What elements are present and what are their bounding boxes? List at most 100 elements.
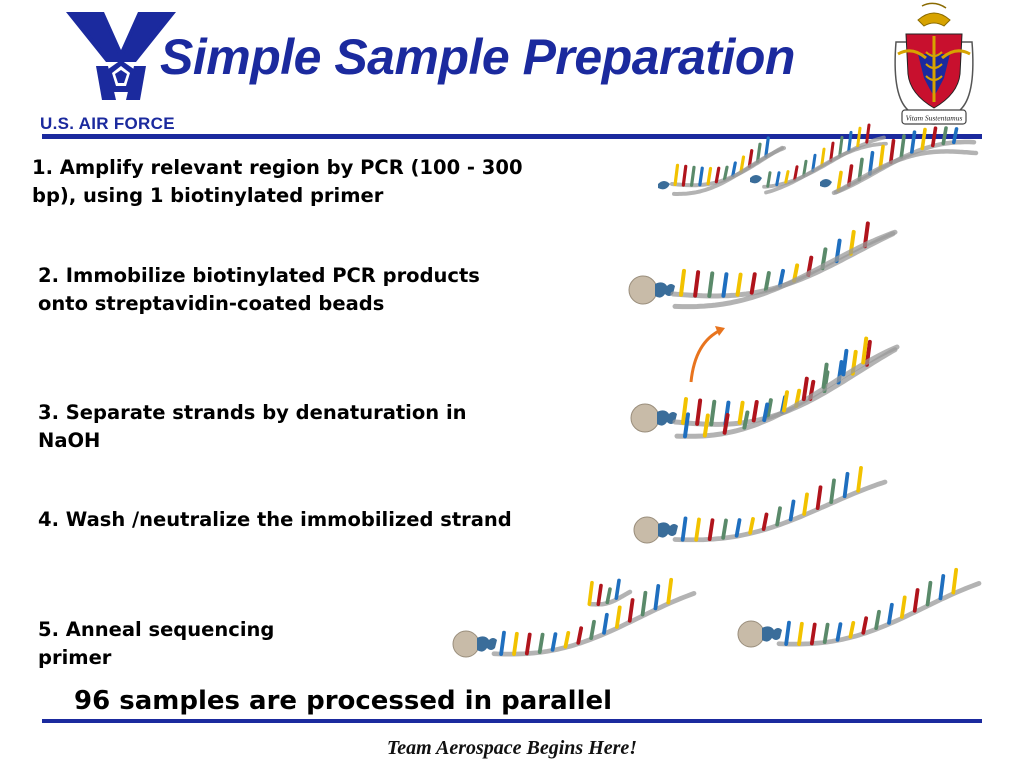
dna-base [734,518,742,538]
dna-base [614,605,622,629]
dna-base [589,619,596,641]
dna-base [920,127,927,151]
dna-base [784,620,791,646]
dna-base [842,471,850,499]
dna-base [829,141,835,162]
biotin-tag [477,636,497,652]
bead [628,275,658,305]
dna-base [563,630,571,649]
dna-base [951,567,959,595]
dna-base [938,574,946,601]
dna-primer-annealing-illustration-right [737,567,982,648]
dna-base [899,595,907,619]
dna-base [811,153,817,173]
dna-bead-immobilized-illustration [628,221,898,310]
dna-base [848,620,856,639]
dna-base [809,622,817,646]
dna-base [868,150,875,176]
dna-denaturation-illustration [630,326,900,439]
dna-base [709,399,717,427]
dna-base [861,616,869,635]
dna-base [596,583,603,607]
dna-base [765,398,773,419]
step-1-text: 1. Amplify relevant region by PCR (100 -… [32,156,523,207]
dna-base [861,336,869,365]
dna-base [707,271,715,298]
dna-base [735,272,743,297]
dna-base [836,170,843,192]
dna-base [784,170,790,184]
dna-base [778,268,785,288]
footer-rule [42,719,982,723]
dna-base [865,123,871,144]
biotin-tag [655,282,675,298]
step-5-text: 5. Anneal sequencing primer [38,618,275,669]
dna-base [694,517,701,542]
dna-base [841,348,849,377]
slide-title: Simple Sample Preparation [160,29,795,85]
dna-base [838,135,844,157]
dna-base [681,397,688,425]
dna-pcr-products-illustration [658,123,979,196]
dna-base [693,270,701,298]
dna-base [835,622,843,642]
dna-base [847,130,853,152]
dna-base [737,400,745,425]
dna-base [782,390,789,413]
dna-base [821,362,829,389]
dna-base [941,126,948,146]
dna-base [689,165,696,187]
dna-base [856,466,863,493]
tagline-text: Team Aerospace Begins Here! [386,737,638,759]
dna-backbone [672,229,898,310]
dna-base [764,136,770,158]
dna-base [801,376,809,402]
dna-base [856,126,862,148]
dna-base [878,144,885,170]
dna-base [925,580,933,607]
dna-base [714,166,721,184]
dna-base [889,138,896,165]
dna-base [707,518,715,542]
dna-base [815,485,823,510]
biotin-tag [657,410,677,426]
dna-base [679,268,686,297]
dna-base [755,142,762,163]
bead [630,403,660,433]
dna-base [681,164,688,187]
dna-base [857,157,864,182]
air-force-wings-icon [66,12,176,100]
dna-base [874,609,881,631]
dna-base [537,632,545,654]
dna-base [614,578,621,600]
biotin-tag [820,179,832,188]
dna-base [847,164,854,187]
dna-base [627,598,635,623]
dna-base [909,130,917,155]
dna-base [673,163,680,187]
dna-backbone [764,141,888,195]
medical-seal-icon: Vitam Sustentamus [894,2,974,125]
dna-base [793,165,799,181]
dna-base [751,400,759,423]
dna-base [695,398,703,426]
dna-base [722,413,730,435]
dna-base [766,171,772,188]
dna-base [761,512,769,531]
dna-base [550,632,558,652]
bead [452,630,480,658]
dna-base [930,126,938,148]
dna-base [797,621,804,646]
dna-base [653,584,661,611]
air-force-wordmark: U.S. AIR FORCE [40,114,175,133]
dna-base [602,612,609,635]
dna-base [731,161,737,178]
dna-base [887,602,894,625]
biotin-tag [658,522,678,538]
dna-base [721,272,729,298]
dna-base [748,517,755,535]
bead [633,516,661,544]
seal-motto-text: Vitam Sustentamus [906,114,963,123]
arrow-head [715,326,725,336]
dna-single-strand-illustration [633,466,888,544]
